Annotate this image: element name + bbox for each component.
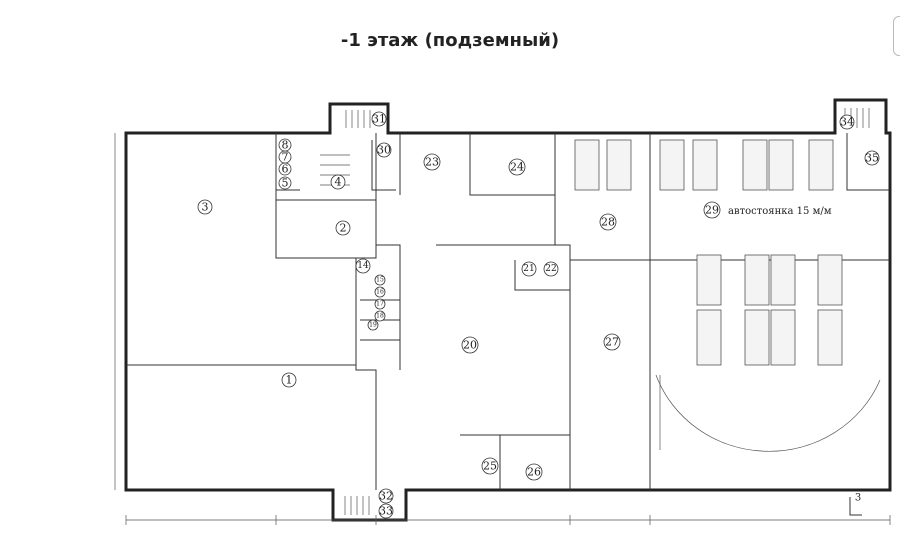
- room-6: 6: [278, 163, 292, 176]
- internal-walls: [126, 133, 890, 490]
- room-7: 7: [278, 151, 292, 164]
- room-5: 5: [278, 177, 292, 190]
- svg-text:23: 23: [425, 156, 439, 169]
- outer-walls: [124, 98, 892, 522]
- svg-text:17: 17: [376, 301, 384, 308]
- svg-text:34: 34: [840, 116, 854, 129]
- room-17: 17: [374, 298, 386, 310]
- room-20: 20: [461, 336, 479, 354]
- svg-text:19: 19: [369, 322, 377, 329]
- svg-text:22: 22: [545, 264, 556, 274]
- room-30: 30: [376, 142, 392, 158]
- svg-text:21: 21: [523, 264, 534, 274]
- room-15: 15: [374, 274, 386, 286]
- room-27: 27: [603, 333, 621, 351]
- section-mark: 3: [849, 493, 862, 516]
- svg-text:16: 16: [376, 289, 384, 296]
- svg-text:15: 15: [376, 277, 384, 284]
- room-16: 16: [374, 286, 386, 298]
- parking-spaces: [574, 139, 843, 366]
- room-labels: 1 2 3 4 5 6 7 8 14 15 16 17 18 19 20 21 …: [197, 111, 880, 519]
- room-31: 31: [371, 111, 387, 127]
- svg-text:33: 33: [379, 505, 393, 518]
- svg-text:5: 5: [282, 177, 289, 190]
- room-26: 26: [525, 463, 543, 481]
- room-25: 25: [481, 457, 499, 475]
- corner-button[interactable]: [893, 16, 900, 56]
- svg-text:29: 29: [705, 204, 719, 217]
- room-3: 3: [197, 199, 213, 215]
- room-14: 14: [355, 258, 371, 274]
- svg-text:28: 28: [601, 216, 615, 229]
- svg-text:4: 4: [335, 176, 342, 189]
- dimension-lines: [114, 133, 891, 525]
- room-22: 22: [543, 261, 559, 277]
- room-4: 4: [330, 174, 346, 190]
- svg-text:3: 3: [855, 493, 861, 504]
- room-24: 24: [508, 158, 526, 176]
- room-29: 29: [703, 201, 721, 219]
- room-18: 18: [374, 310, 386, 322]
- svg-text:35: 35: [865, 152, 879, 165]
- svg-text:32: 32: [379, 490, 393, 503]
- svg-text:3: 3: [202, 201, 209, 214]
- svg-text:1: 1: [286, 374, 293, 387]
- room-21: 21: [521, 261, 537, 277]
- svg-text:24: 24: [510, 161, 524, 174]
- room-8: 8: [278, 139, 292, 152]
- svg-text:18: 18: [376, 313, 384, 320]
- svg-text:6: 6: [282, 163, 289, 176]
- room-28: 28: [599, 213, 617, 231]
- svg-text:7: 7: [282, 151, 289, 164]
- svg-text:8: 8: [282, 139, 289, 152]
- svg-text:25: 25: [483, 460, 497, 473]
- svg-text:2: 2: [340, 222, 347, 235]
- floor-title: -1 этаж (подземный): [340, 30, 560, 51]
- svg-text:14: 14: [357, 261, 369, 271]
- svg-text:31: 31: [372, 113, 386, 126]
- svg-text:20: 20: [463, 339, 477, 352]
- room-19: 19: [367, 319, 379, 331]
- room-2: 2: [335, 220, 351, 236]
- room-32: 32: [378, 488, 394, 504]
- room-23: 23: [423, 153, 441, 171]
- svg-text:26: 26: [527, 466, 541, 479]
- parking-label: автостоянка 15 м/м: [728, 206, 832, 217]
- svg-text:30: 30: [377, 144, 391, 157]
- room-1: 1: [281, 372, 297, 388]
- room-34: 34: [839, 114, 855, 130]
- svg-text:27: 27: [605, 336, 619, 349]
- room-35: 35: [864, 150, 880, 166]
- room-33: 33: [378, 503, 394, 519]
